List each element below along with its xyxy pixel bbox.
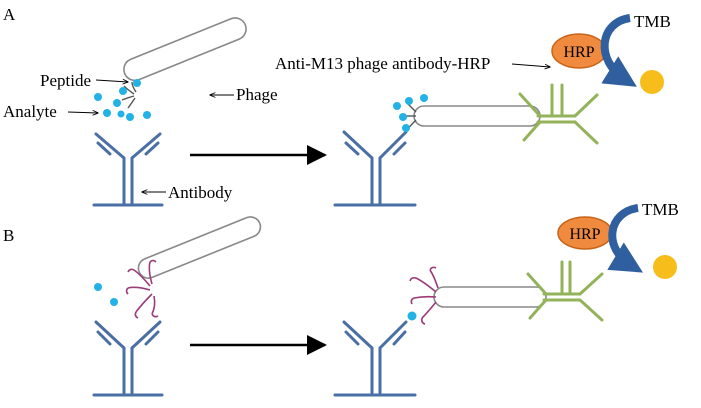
hrp-b-label: HRP [569, 226, 600, 243]
analytes-b1 [94, 283, 118, 306]
peptide-fibers-a1 [121, 81, 137, 109]
tmb-b-label: TMB [642, 200, 679, 219]
analytes-a1 [94, 79, 151, 121]
conjugate-pointer [511, 63, 550, 67]
panel-b: B [3, 200, 679, 397]
panel-a: A [3, 5, 671, 207]
hrp-a-label: HRP [563, 44, 594, 61]
conjugate-label: Anti-M13 phage antibody-HRP [275, 54, 490, 73]
capture-antibody-a1 [92, 132, 164, 207]
panel-b-letter: B [3, 226, 14, 245]
phage-b1 [125, 216, 262, 319]
panel-a-letter: A [3, 5, 16, 24]
phage-label: Phage [236, 85, 278, 104]
analytes-a2 [393, 94, 428, 132]
analyte-label: Analyte [3, 102, 57, 121]
capture-antibody-b2 [333, 320, 417, 397]
capture-antibody-b1 [92, 320, 164, 397]
secondary-antibody-b [526, 260, 604, 322]
product-b [653, 255, 677, 279]
product-a [640, 70, 664, 94]
analyte-b2 [407, 311, 417, 321]
tmb-a-label: TMB [634, 12, 671, 31]
phage-a2 [404, 101, 541, 131]
peptide-pointer [95, 80, 128, 82]
tmb-arrow-b [607, 204, 643, 273]
secondary-antibody-a [518, 83, 599, 145]
tmb-arrow-a [600, 14, 637, 87]
phage-a1 [121, 17, 247, 109]
analyte-pointer [67, 112, 98, 113]
antibody-label: Antibody [168, 183, 233, 202]
phage-b2 [409, 266, 547, 325]
peptide-label: Peptide [40, 71, 91, 90]
peptide-fibers-b2 [409, 266, 439, 325]
peptide-fibers-b1 [125, 259, 159, 319]
capture-antibody-a2 [333, 130, 417, 207]
